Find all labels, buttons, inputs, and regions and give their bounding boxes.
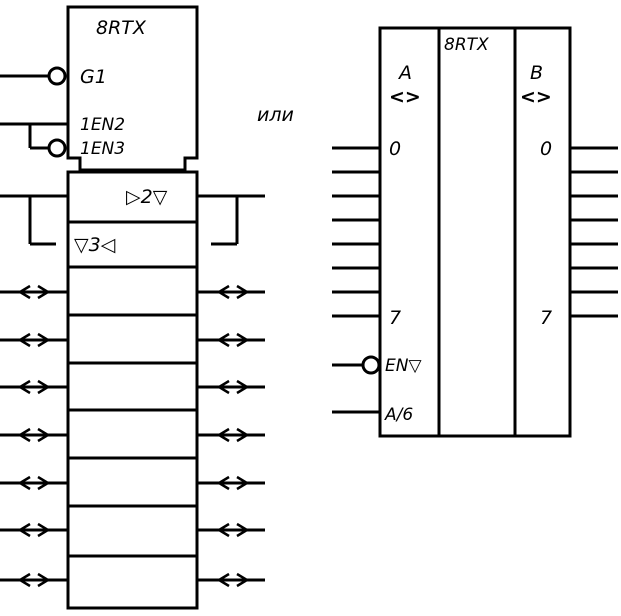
left-g1-label: G1 bbox=[80, 66, 107, 88]
left-bidir-arrow-6 bbox=[17, 522, 51, 538]
select-label: A/6 bbox=[384, 405, 413, 425]
left-en2-label: 1EN2 bbox=[80, 115, 125, 135]
port-b-arrows: <> bbox=[520, 86, 552, 108]
port-a-arrows: <> bbox=[389, 86, 421, 108]
right-bidir-arrow-1 bbox=[216, 284, 250, 300]
right-bidir-arrow-7 bbox=[216, 572, 250, 588]
left-bidir-arrow-4 bbox=[17, 427, 51, 443]
port-b-name: B bbox=[530, 62, 543, 84]
right-bidir-arrow-5 bbox=[216, 475, 250, 491]
left-bidir-arrow-1 bbox=[17, 284, 51, 300]
a-first-label: 0 bbox=[389, 138, 401, 160]
right-bidir-arrow-2 bbox=[216, 332, 250, 348]
left-body bbox=[66, 170, 199, 610]
right-bidir-arrow-3 bbox=[216, 379, 250, 395]
right-bidir-arrow-4 bbox=[216, 427, 250, 443]
enable-label: EN▽ bbox=[385, 356, 422, 376]
left-bidir-arrow-7 bbox=[17, 572, 51, 588]
port-a-name: A bbox=[397, 62, 412, 84]
right-body bbox=[378, 26, 572, 438]
left-title: 8RTX bbox=[96, 17, 147, 39]
left-en3-label: 1EN3 bbox=[80, 139, 125, 159]
left-bidir-arrow-2 bbox=[17, 332, 51, 348]
en-inversion-circle bbox=[361, 355, 381, 375]
b-first-label: 0 bbox=[540, 138, 552, 160]
right-bidir-arrow-6 bbox=[216, 522, 250, 538]
right-title: 8RTX bbox=[444, 35, 489, 55]
left-bidir-arrow-5 bbox=[17, 475, 51, 491]
left-bidir-arrow-3 bbox=[17, 379, 51, 395]
g1-inversion-circle bbox=[47, 66, 67, 86]
a-last-label: 7 bbox=[389, 307, 401, 329]
left-direction-lower: ▽3◁ bbox=[74, 234, 116, 256]
en3-inversion-circle bbox=[47, 138, 67, 158]
left-direction-upper: ▷2▽ bbox=[126, 186, 168, 208]
left-control-block bbox=[66, 5, 199, 172]
separator-text: или bbox=[257, 104, 294, 126]
b-last-label: 7 bbox=[540, 307, 552, 329]
